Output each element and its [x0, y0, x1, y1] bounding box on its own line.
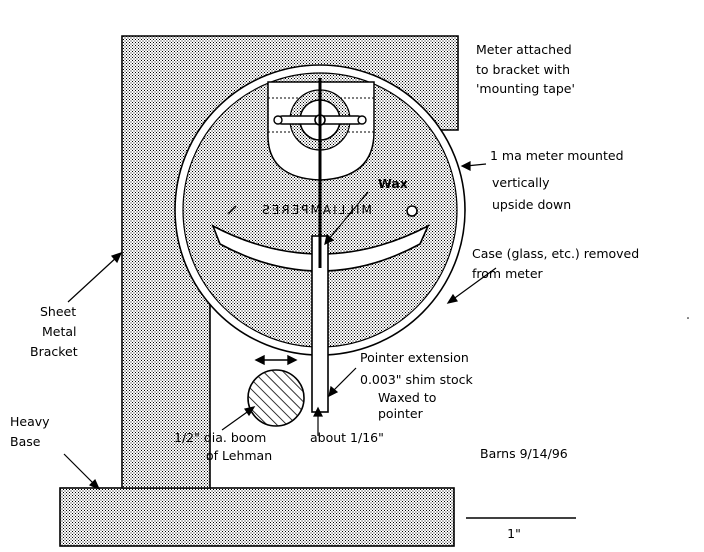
dial-tick-mark	[227, 205, 237, 215]
boom-motion-arrow	[254, 354, 298, 366]
meter-scale-arc	[211, 224, 430, 272]
label-heavy-base-2: Base	[10, 434, 41, 449]
label-bracket-2: Metal	[42, 324, 77, 339]
heavy-base	[59, 487, 455, 547]
label-bracket-3: Bracket	[30, 344, 78, 359]
label-gap: about 1/16"	[310, 430, 384, 445]
label-bracket-1: Sheet	[40, 304, 76, 319]
label-wax: Wax	[378, 176, 408, 191]
label-case-removed-1: Case (glass, etc.) removed	[472, 246, 639, 261]
label-meter-mounted-3: upside down	[492, 197, 571, 212]
label-pointer-extension-1: Pointer extension	[360, 350, 469, 365]
label-boom-2: of Lehman	[206, 448, 272, 463]
label-meter-mounted-1: 1 ma meter mounted	[490, 148, 624, 163]
label-meter-mounted-2: vertically	[492, 175, 550, 190]
label-case-removed-2: from meter	[472, 266, 544, 281]
stray-mark	[687, 317, 689, 319]
lehman-boom	[247, 369, 305, 427]
label-signature: Barns 9/14/96	[480, 446, 568, 461]
label-heavy-base-1: Heavy	[10, 414, 50, 429]
label-boom-1: 1/2" dia. boom	[174, 430, 266, 445]
zero-adjust-screw	[406, 205, 418, 217]
label-meter-attached-3: 'mounting tape'	[476, 81, 575, 96]
milliamperes-label: MILLIAMPERES	[260, 203, 372, 217]
label-meter-attached-2: to bracket with	[476, 62, 570, 77]
label-meter-attached-1: Meter attached	[476, 42, 572, 57]
label-pointer-extension-2: 0.003" shim stock	[360, 372, 473, 387]
label-pointer-extension-3: Waxed to	[378, 390, 436, 405]
label-pointer-extension-4: pointer	[378, 406, 424, 421]
scale-bar-label: 1"	[507, 526, 521, 541]
